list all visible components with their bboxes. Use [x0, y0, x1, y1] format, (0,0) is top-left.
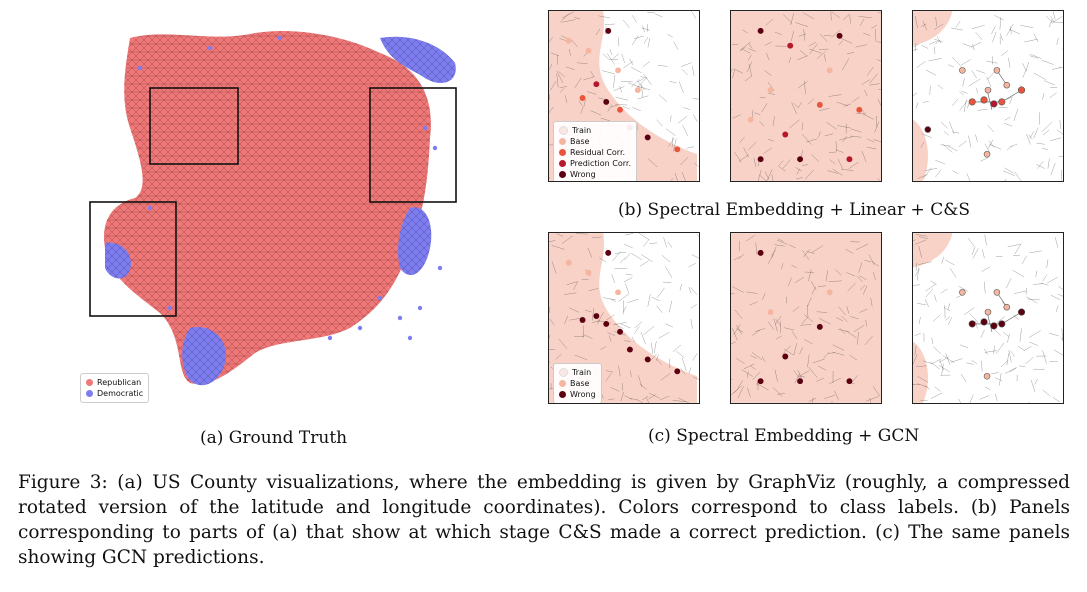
republican-dot-icon	[86, 379, 93, 386]
wrong-dot-icon	[559, 391, 566, 398]
legend-item-prediction-corr: Prediction Corr.	[559, 158, 631, 169]
county-dot	[357, 325, 363, 331]
panel-c-right-edges	[913, 234, 1063, 403]
panel-c-left: Train Base Wrong	[548, 232, 700, 404]
base-dot-icon	[559, 138, 566, 145]
democratic-region-north	[380, 36, 456, 83]
legend-item-train: Train	[559, 367, 596, 378]
panel-b-middle	[730, 10, 882, 182]
panel-c-middle-edges	[731, 234, 881, 403]
county-dot	[417, 305, 423, 311]
democratic-region-south	[182, 327, 226, 386]
panel-b-right-graph	[913, 11, 1063, 181]
panel-c-middle-nodes	[757, 249, 853, 385]
democratic-dot-icon	[86, 390, 93, 397]
county-dot	[437, 265, 443, 271]
democratic-region-west	[105, 242, 131, 279]
panel-c-middle-graph	[731, 233, 881, 403]
train-dot-icon	[559, 126, 568, 135]
legend-item-base: Base	[559, 378, 596, 389]
caption-a: (a) Ground Truth	[200, 428, 348, 448]
legend-item-train: Train	[559, 125, 631, 136]
county-dot	[397, 315, 403, 321]
county-dot	[447, 75, 453, 81]
train-dot-icon	[559, 368, 568, 377]
republican-region	[104, 30, 431, 384]
panel-b-right-nodes	[924, 67, 1026, 158]
caption-c: (c) Spectral Embedding + GCN	[648, 426, 920, 446]
panel-c-middle	[730, 232, 882, 404]
panel-b-middle-graph	[731, 11, 881, 181]
panel-b-left: Train Base Residual Corr. Prediction Cor…	[548, 10, 700, 182]
panel-b-middle-nodes	[747, 27, 863, 163]
panel-b-right-edges	[913, 11, 1063, 181]
county-dot	[167, 305, 173, 311]
panel-c-left-nodes	[565, 249, 681, 375]
county-dot	[147, 205, 153, 211]
zoom-box-middle	[149, 87, 239, 165]
figure-caption: Figure 3: (a) US County visualizations, …	[18, 472, 1070, 568]
county-dot	[137, 65, 143, 71]
county-dot	[207, 45, 213, 51]
democratic-region-east	[398, 207, 432, 276]
wrong-dot-icon	[559, 171, 566, 178]
panel-b-middle-edges	[731, 11, 881, 181]
zoom-box-left	[89, 201, 177, 317]
legend-item-wrong: Wrong	[559, 389, 596, 400]
county-points	[137, 35, 453, 341]
ground-truth-legend: Republican Democratic	[80, 373, 150, 403]
base-dot-icon	[559, 380, 566, 387]
panel-c-right-nodes	[959, 289, 1026, 380]
legend-item-republican: Republican	[86, 377, 143, 388]
legend-item-base: Base	[559, 136, 631, 147]
county-dot	[277, 35, 283, 41]
prediction-corr-dot-icon	[559, 160, 566, 167]
legend-item-wrong: Wrong	[559, 169, 631, 180]
county-dot	[432, 145, 438, 151]
panel-c-right	[912, 232, 1064, 404]
county-dot	[407, 335, 413, 341]
panel-c-left-graph	[549, 233, 699, 403]
residual-corr-dot-icon	[559, 149, 566, 156]
caption-b: (b) Spectral Embedding + Linear + C&S	[618, 200, 970, 220]
ground-truth-graph	[89, 30, 457, 386]
county-dot	[377, 295, 383, 301]
ground-truth-map: Republican Democratic	[80, 8, 500, 418]
zoom-box-right	[369, 87, 457, 203]
panel-b-legend: Train Base Residual Corr. Prediction Cor…	[553, 121, 638, 181]
panel-c-legend: Train Base Wrong	[553, 363, 602, 403]
panel-b-right	[912, 10, 1064, 182]
county-dot	[327, 335, 333, 341]
county-dot	[422, 125, 428, 131]
panel-c-right-graph	[913, 233, 1063, 403]
panel-b-left-nodes	[565, 27, 681, 153]
legend-item-residual-corr: Residual Corr.	[559, 147, 631, 158]
legend-item-democratic: Democratic	[86, 388, 143, 399]
